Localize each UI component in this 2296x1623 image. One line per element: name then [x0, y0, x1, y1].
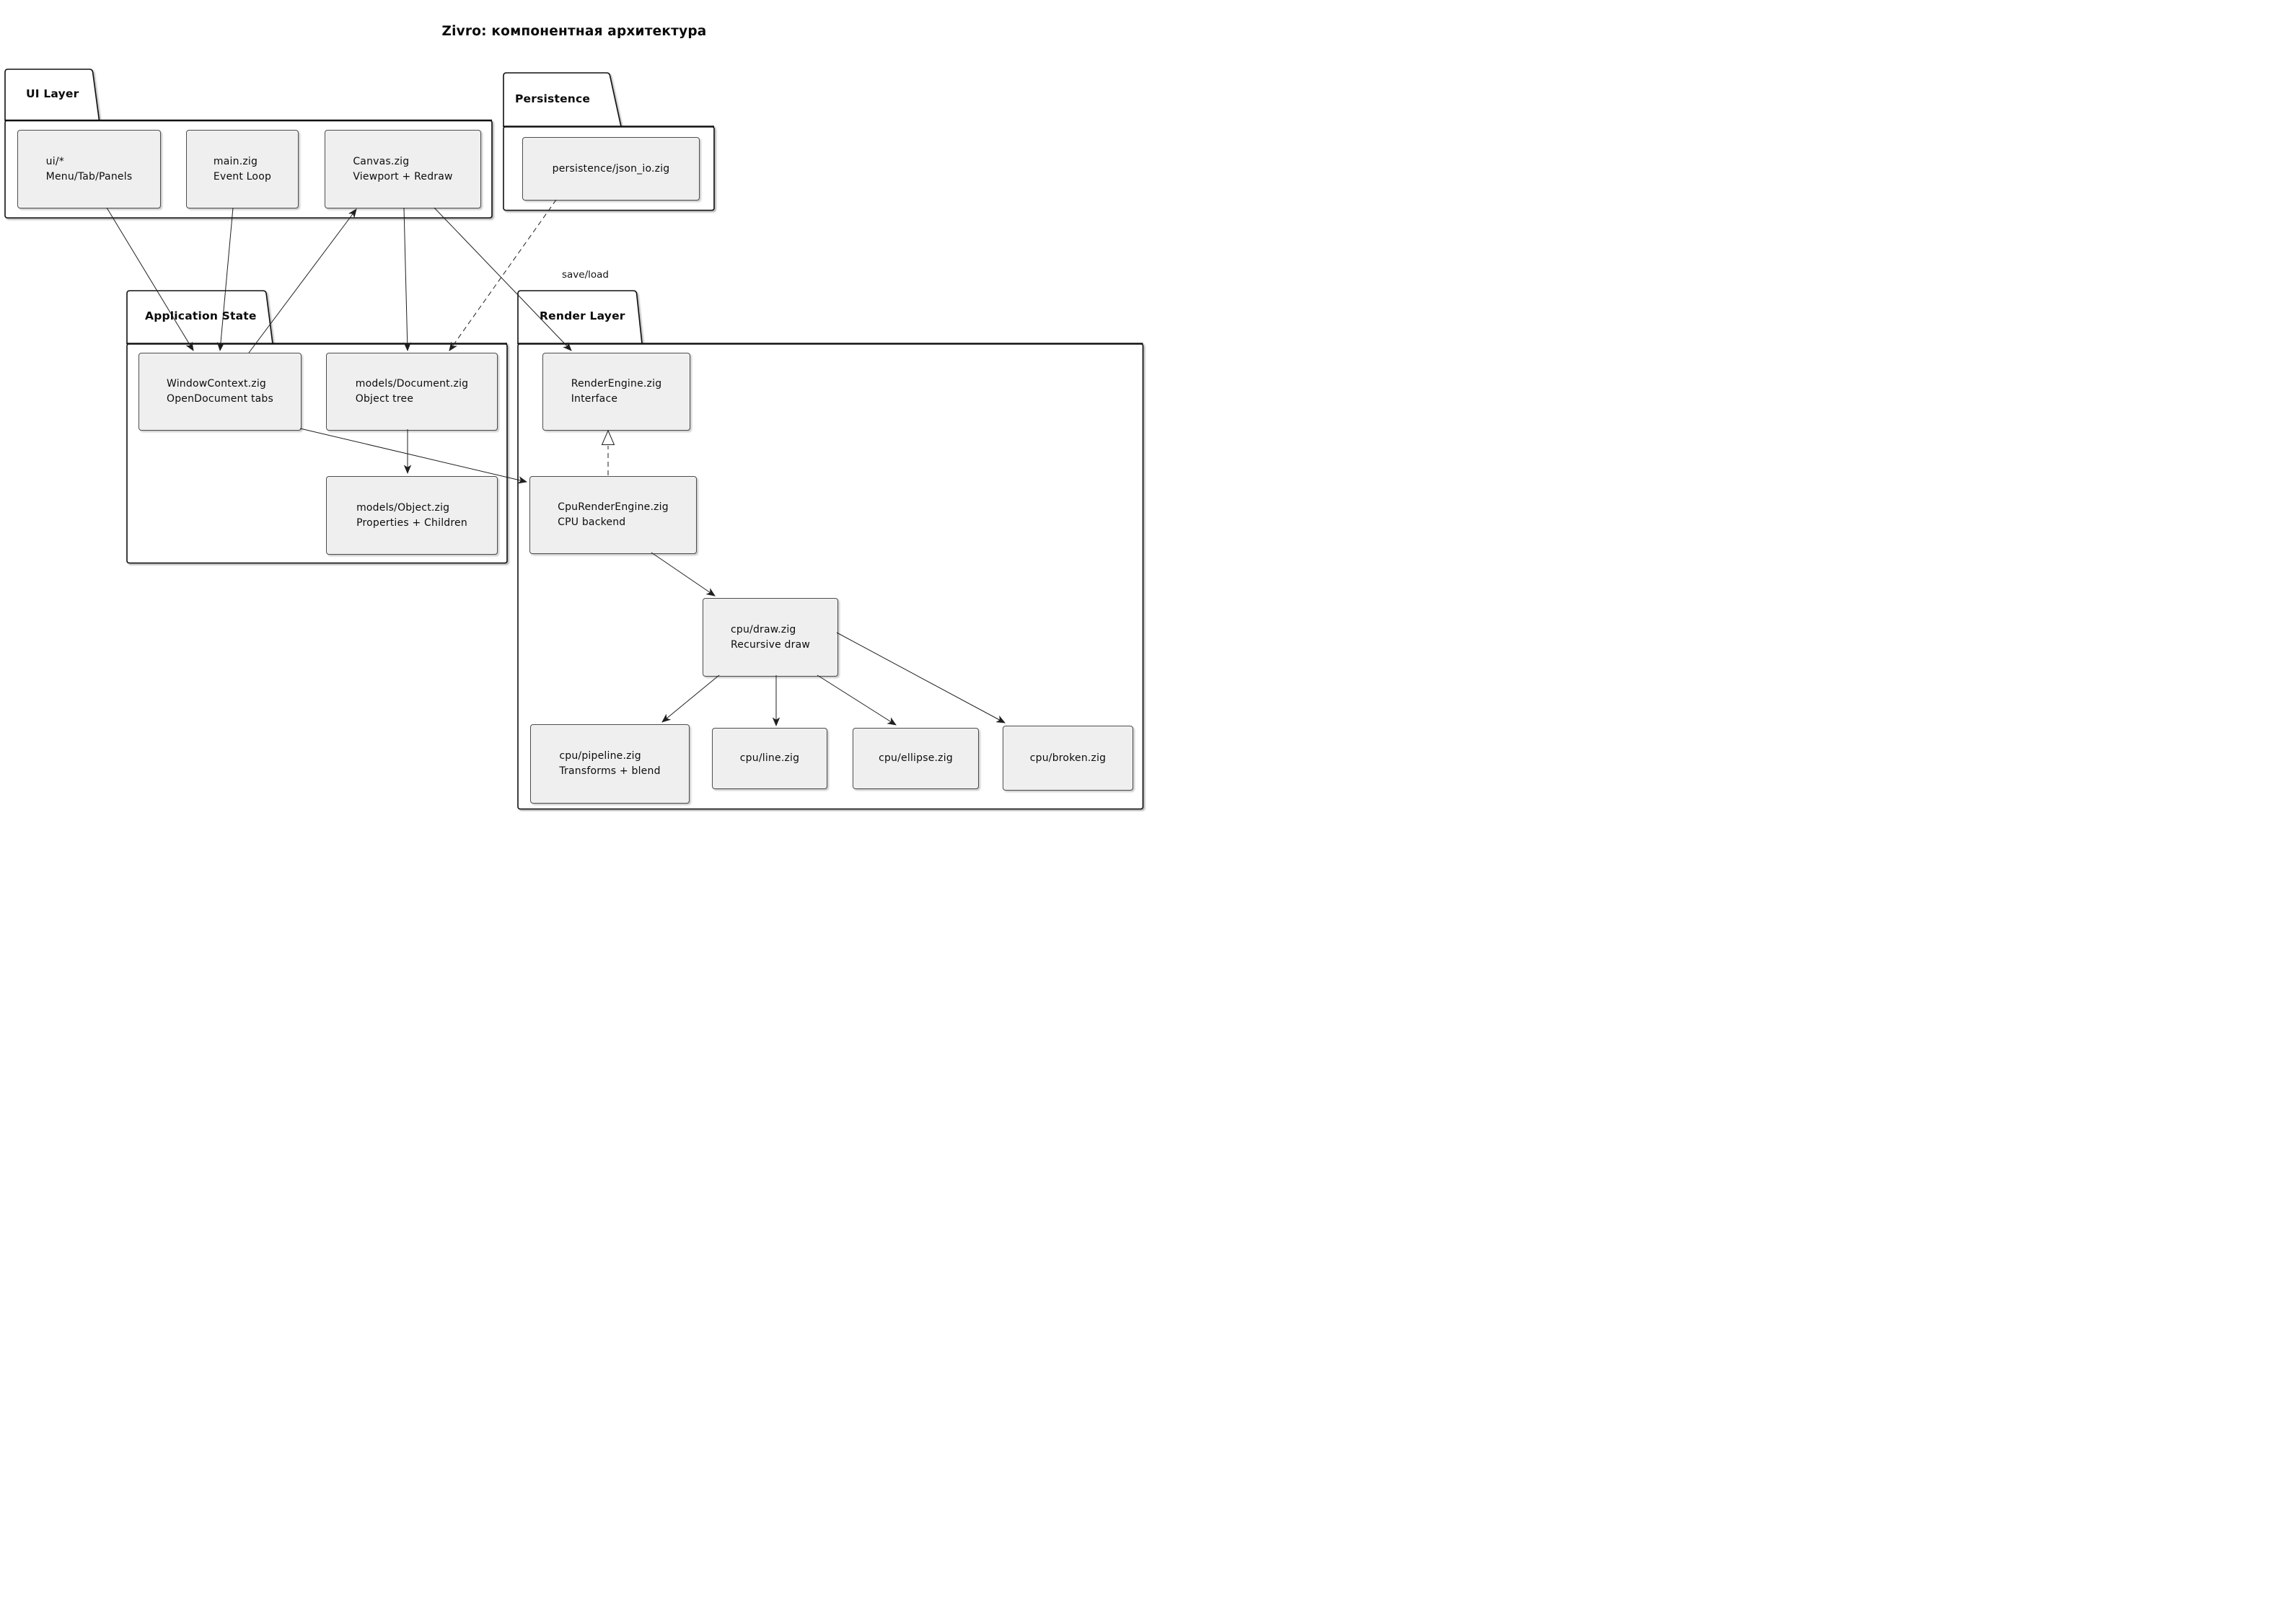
package-persistence-label: Persistence: [515, 92, 591, 105]
node-label: cpu/line.zig: [739, 752, 800, 764]
node-label: cpu/ellipse.zig: [879, 752, 953, 764]
node-label: cpu/pipeline.zig: [559, 750, 641, 762]
node-label: Interface: [571, 393, 618, 405]
edge-draw-to-pipeline: [661, 674, 720, 723]
package-application-state-label: Application State: [145, 309, 257, 322]
edge-uistar-to-windowcontext: [106, 207, 194, 351]
node-label: WindowContext.zig: [166, 378, 267, 390]
node-persistence-json-io: persistence/json_io.zig: [522, 137, 700, 201]
node-label: persistence/json_io.zig: [552, 162, 670, 175]
realization-triangle-icon: [601, 429, 615, 445]
edge-draw-to-ellipse: [817, 674, 897, 726]
diagram-title: Zivro: компонентная архитектура: [441, 24, 707, 39]
edge-canvas-to-renderengine: [434, 207, 572, 351]
node-label: Event Loop: [213, 170, 272, 182]
package-ui-layer-label: UI Layer: [26, 87, 79, 100]
edge-main-to-windowcontext: [216, 207, 234, 352]
node-label: Canvas.zig: [353, 155, 410, 167]
node-label: models/Document.zig: [355, 378, 469, 390]
node-cpu-line: cpu/line.zig: [712, 728, 827, 789]
node-label: Transforms + blend: [559, 765, 661, 777]
node-label: CPU backend: [558, 516, 626, 528]
node-label: Menu/Tab/Panels: [45, 170, 133, 182]
edge-cpurenderengine-to-draw: [651, 552, 716, 597]
node-cpu-broken: cpu/broken.zig: [1003, 726, 1133, 791]
edge-label-save-load: save/load: [562, 269, 610, 281]
edge-jsonio-to-document-saveload: [449, 199, 557, 351]
edge-canvas-to-document: [403, 207, 411, 352]
node-label: CpuRenderEngine.zig: [558, 501, 669, 513]
node-label: Viewport + Redraw: [353, 170, 453, 182]
node-label: OpenDocument tabs: [166, 393, 274, 405]
node-label: Recursive draw: [730, 638, 811, 651]
node-label: ui/*: [45, 155, 64, 167]
node-label: Object tree: [355, 393, 414, 405]
edge-windowcontext-to-canvas: [248, 208, 357, 353]
node-cpu-ellipse: cpu/ellipse.zig: [853, 728, 979, 789]
package-render-layer-label: Render Layer: [540, 309, 625, 322]
node-label: cpu/broken.zig: [1029, 752, 1107, 764]
edge-draw-to-broken: [836, 632, 1006, 723]
node-label: Properties + Children: [356, 516, 467, 529]
node-label: RenderEngine.zig: [571, 378, 662, 390]
node-label: cpu/draw.zig: [730, 623, 796, 635]
node-label: models/Object.zig: [356, 501, 450, 514]
node-ui-star: ui/* Menu/Tab/Panels: [17, 130, 161, 208]
edge-windowcontext-to-cpurenderengine: [299, 428, 528, 484]
node-label: main.zig: [213, 155, 258, 167]
